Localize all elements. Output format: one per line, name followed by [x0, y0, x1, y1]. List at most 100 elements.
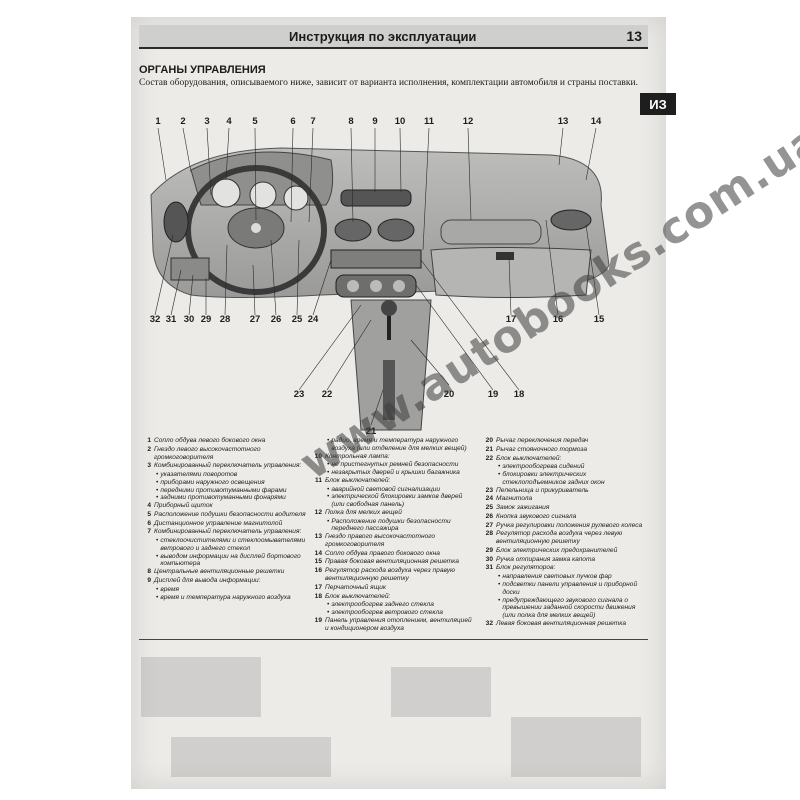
page-number: 13 — [626, 28, 642, 44]
legend-subitem: •задними противотуманными фонарями — [156, 494, 306, 502]
section-title: ОРГАНЫ УПРАВЛЕНИЯ — [139, 64, 266, 76]
legend-number: 26 — [485, 512, 493, 520]
legend-subtext: электрообогрева сидений — [502, 463, 585, 471]
legend-text: Комбинированный переключатель управления… — [154, 528, 302, 536]
bullet-icon: • — [156, 494, 159, 502]
legend-text: Блок выключателей: — [325, 476, 391, 484]
bullet-icon: • — [156, 471, 159, 479]
bullet-icon: • — [498, 573, 501, 581]
legend-number: 10 — [314, 452, 322, 460]
legend-number: 32 — [485, 619, 493, 627]
legend-subitem: •блокировки электрических стеклоподъемни… — [498, 471, 648, 487]
legend-number: 19 — [314, 616, 322, 624]
callout-number: 26 — [271, 314, 282, 325]
legend-subitem: •незакрытых дверей и крышки багажника — [327, 469, 477, 477]
legend-text: Контрольная лампа: — [325, 452, 390, 460]
callout-number: 9 — [372, 116, 377, 127]
callout-number: 25 — [292, 314, 303, 325]
page-header: Инструкция по эксплуатации 13 — [139, 25, 648, 49]
legend-subitem: •направления световых пучков фар — [498, 573, 648, 581]
legend-text: Ручка отпирания замка капота — [496, 555, 596, 563]
bullet-icon: • — [327, 609, 330, 617]
legend-subtext: не пристегнутых ремней безопасности — [331, 461, 459, 469]
legend-text: Дистанционное управление магнитолой — [154, 519, 283, 527]
gauge-icon — [249, 181, 277, 209]
legend-number: 18 — [314, 592, 322, 600]
callout-number: 22 — [322, 389, 333, 400]
legend-text: Сопло обдува левого бокового окна — [154, 437, 266, 444]
bullet-icon: • — [156, 593, 159, 601]
legend-number: 7 — [147, 528, 151, 536]
legend-subitem: •указателями поворотов — [156, 471, 306, 479]
legend-number: 2 — [147, 445, 151, 453]
legend-subtext: задними противотуманными фонарями — [160, 494, 286, 502]
legend-subitem: •стеклоочистителями и стеклоомывателями … — [156, 537, 306, 553]
legend-number: 22 — [485, 454, 493, 462]
bullet-icon: • — [327, 469, 330, 477]
legend-subtext: электрообогрев ветрового стекла — [331, 609, 443, 617]
knob-icon — [393, 280, 405, 292]
callout-number: 10 — [395, 116, 406, 127]
bullet-icon: • — [156, 585, 159, 593]
logo-icon — [251, 223, 261, 233]
legend-number: 11 — [315, 476, 322, 484]
gauge-icon — [283, 185, 309, 211]
legend-text: Блок регуляторов: — [496, 564, 556, 572]
callout-number: 23 — [294, 389, 305, 400]
bullet-icon: • — [327, 437, 330, 444]
legend-number: 27 — [485, 521, 493, 529]
legend-text: Блок выключателей: — [325, 592, 391, 600]
bullet-icon: • — [498, 596, 501, 604]
legend-text: Полка для мелких вещей — [325, 508, 402, 516]
legend-subtext: незакрытых дверей и крышки багажника — [331, 469, 460, 477]
legend-subtext: направления световых пучков фар — [502, 573, 612, 581]
legend-number: 28 — [485, 530, 493, 538]
legend-subtext: аварийной световой сигнализации — [331, 485, 441, 493]
legend-subitem: •предупреждающего звукового сигнала о пр… — [498, 597, 648, 620]
legend-number: 5 — [147, 510, 151, 518]
legend-number: 23 — [485, 486, 493, 494]
legend-number: 1 — [147, 437, 151, 444]
legend-text: Гнездо левого высокочастотного громкогов… — [154, 445, 261, 461]
legend-text: Правая боковая вентиляционная решетка — [325, 558, 459, 566]
legend-subitem: •время — [156, 586, 306, 594]
callout-number: 17 — [506, 314, 517, 325]
shelf — [440, 219, 542, 245]
legend-text: Левая боковая вентиляционная решетка — [496, 619, 627, 627]
divider — [139, 639, 648, 640]
bullet-icon: • — [156, 552, 159, 560]
legend-subitem: •не пристегнутых ремней безопасности — [327, 461, 477, 469]
legend-subtext: радио, время и температура наружного воз… — [331, 437, 467, 452]
legend-column-2: •радио, время и температура наружного во… — [314, 437, 477, 637]
legend-subitem: •передними противотуманными фарами — [156, 487, 306, 495]
bullet-icon: • — [156, 486, 159, 494]
header-title: Инструкция по эксплуатации — [289, 28, 477, 44]
legend-subtext: электрической блокировки замков дверей (… — [331, 493, 463, 509]
legend-text: Рычаг переключения передач — [496, 437, 589, 444]
legend-text: Рычаг стояночного тормоза — [496, 445, 588, 453]
center-vent-left — [334, 218, 372, 242]
callout-number: 8 — [348, 116, 353, 127]
bullet-icon: • — [327, 493, 330, 501]
legend-subitem: •подсветки панели управления и приборной… — [498, 581, 648, 597]
